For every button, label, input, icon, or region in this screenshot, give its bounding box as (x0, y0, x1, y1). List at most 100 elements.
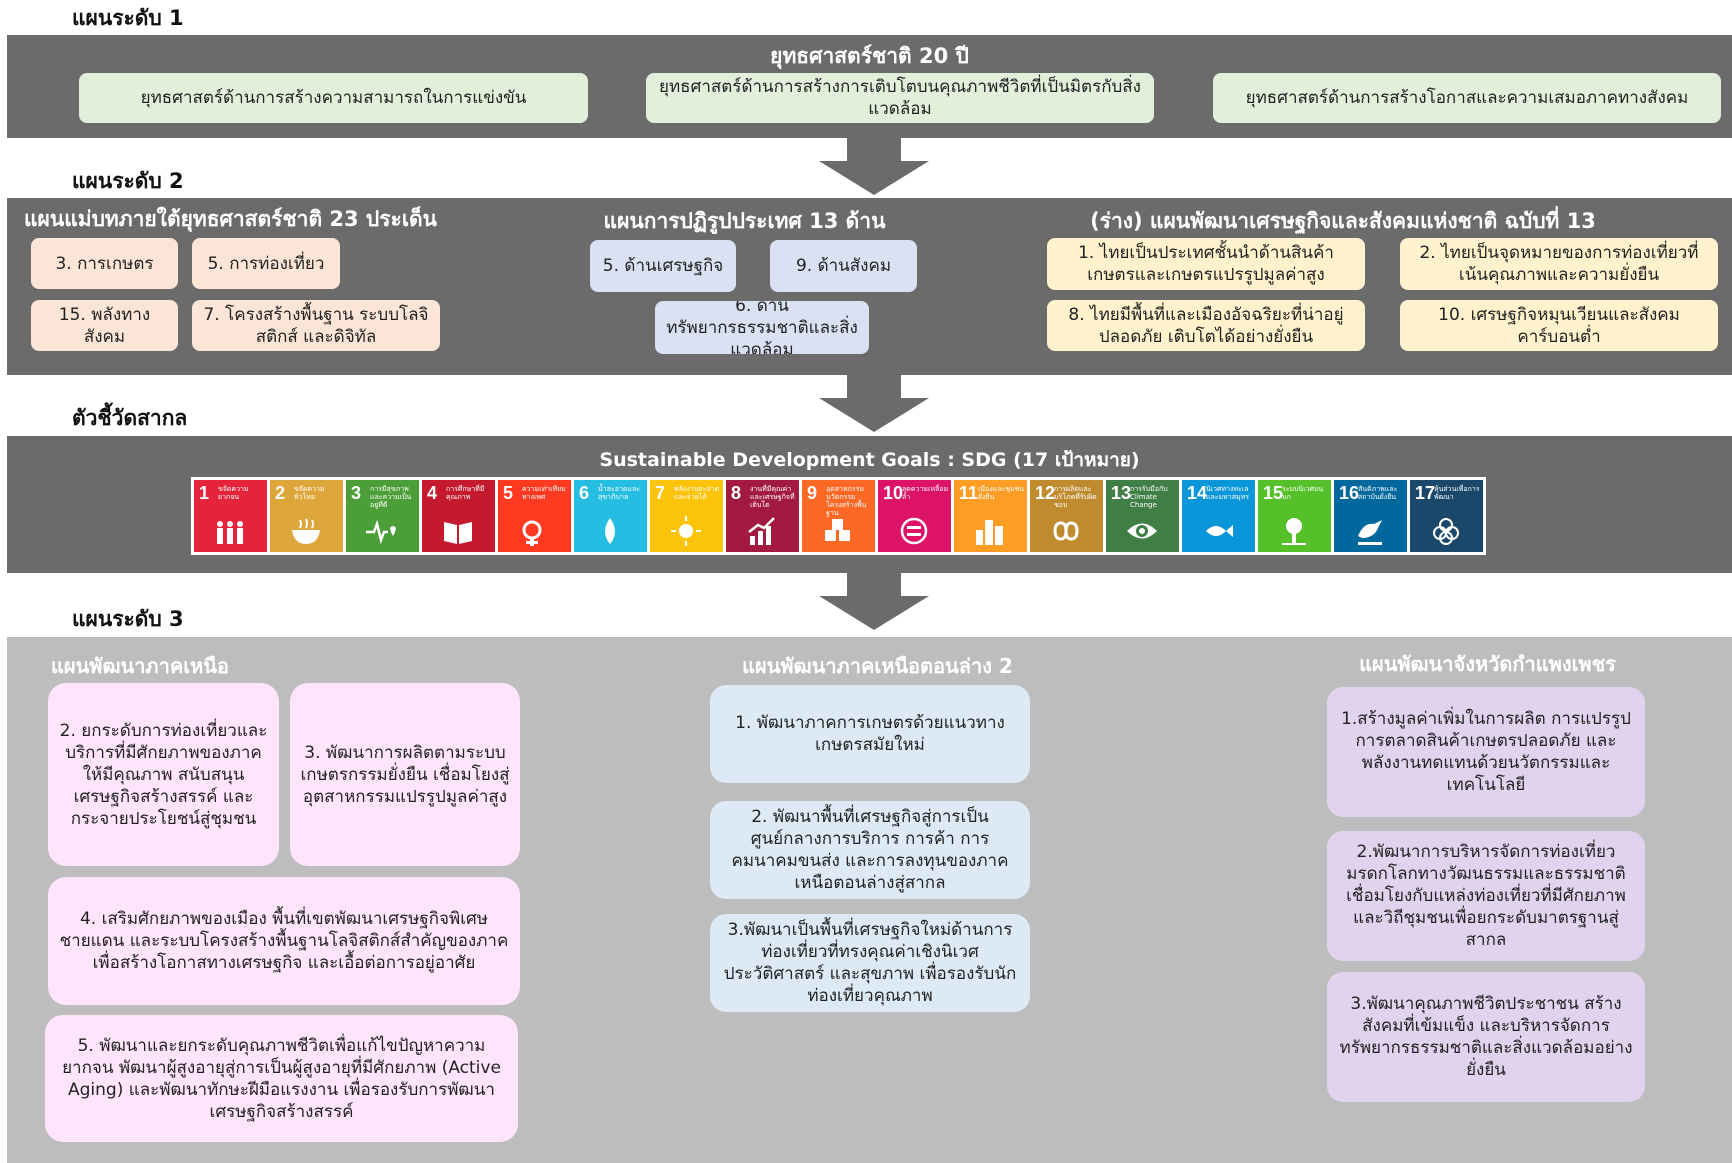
sdg-tile-3: 3 การมีสุขภาพและความเป็นอยู่ที่ดี (346, 480, 419, 552)
sdg-number: 4 (427, 483, 438, 503)
people-icon (217, 521, 243, 544)
book-icon (444, 522, 472, 544)
sdg-tile-strip: 1 ขจัดความยากจน 2 ขจัดความหิวโหย 3 การมีสุขภา… (191, 477, 1486, 555)
growth-chart-icon (748, 517, 775, 545)
sdg-label: ขจัดความหิวโหย (294, 485, 325, 501)
level2-label: แผนระดับ 2 (72, 169, 184, 193)
sdg-number: 17 (1415, 483, 1436, 503)
sdg-label: งานที่มีคุณค่าและเศรษฐกิจที่เติบโต (750, 485, 795, 509)
sdg-label: พลังงานสะอาดและจ่ายได้ (674, 485, 720, 501)
reform-plan-item: 5. ด้านเศรษฐกิจ (590, 240, 736, 292)
level1-strategy-box: ยุทธศาสตร์ด้านการสร้างความสามารถในการแข่… (79, 73, 588, 123)
sdg-tile-8: 8 งานที่มีคุณค่าและเศรษฐกิจที่เติบโต (726, 480, 799, 552)
sdg-tile-4: 4 การศึกษาที่มีคุณภาพ (422, 480, 495, 552)
level1-strategy-box: ยุทธศาสตร์ด้านการสร้างโอกาสและความเสมอภา… (1213, 73, 1721, 123)
master-plan-item: 3. การเกษตร (31, 238, 178, 289)
sdg-number: 10 (883, 483, 904, 503)
level1-label: แผนระดับ 1 (72, 6, 184, 30)
lower-north-plan-item: 3.พัฒนาเป็นพื้นที่เศรษฐกิจใหม่ด้านการท่อ… (710, 914, 1030, 1012)
nesdp-item: 8. ไทยมีพื้นที่และเมืองอัจฉริยะที่น่าอยู… (1047, 300, 1365, 351)
water-drop-icon (605, 518, 615, 544)
sdg-title: Sustainable Development Goals : SDG (17 … (599, 449, 1140, 471)
sdg-number: 1 (199, 483, 210, 503)
down-arrow-icon (819, 374, 929, 432)
fish-icon (1206, 525, 1233, 537)
equal-icon (900, 517, 928, 545)
sdg-label: หุ้นส่วนเพื่อการพัฒนา (1434, 485, 1480, 501)
sdg-label: ความเท่าเทียมทางเพศ (522, 485, 566, 501)
level1-title: ยุทธศาสตร์ชาติ 20 ปี (770, 44, 969, 68)
rings-icon (1433, 518, 1459, 545)
sdg-label: สันติภาพและสถาบันยั่งยืน (1358, 485, 1398, 501)
sdg-label: การรับมือกับ Climate Change (1130, 485, 1168, 509)
sdg-number: 14 (1187, 483, 1208, 503)
lower-north-plan-title: แผนพัฒนาภาคเหนือตอนล่าง 2 (742, 654, 1013, 678)
bowl-icon (292, 518, 320, 544)
kamphaeng-plan-item: 2.พัฒนาการบริหารจัดการท่องเที่ยวมรดกโลกท… (1327, 831, 1645, 961)
sdg-tile-9: 9 อุตสาหกรรม นวัตกรรม โครงสร้างพื้นฐาน (802, 480, 875, 552)
sdg-label: การมีสุขภาพและความเป็นอยู่ที่ดี (370, 485, 412, 509)
down-arrow-icon (819, 137, 929, 195)
kamphaeng-plan-title: แผนพัฒนาจังหวัดกำแพงเพชร (1359, 652, 1616, 676)
indicators-label: ตัวชี้วัดสากล (72, 406, 188, 430)
sdg-tile-7: 7 พลังงานสะอาดและจ่ายได้ (650, 480, 723, 552)
cubes-icon (825, 519, 850, 541)
sdg-tile-5: 5 ความเท่าเทียมทางเพศ (498, 480, 571, 552)
sdg-label: น้ำสะอาดและสุขาภิบาล (598, 485, 640, 501)
master-plan-item: 5. การท่องเที่ยว (192, 238, 340, 289)
heartbeat-icon (366, 519, 396, 545)
sdg-label: การศึกษาที่มีคุณภาพ (446, 485, 485, 501)
north-plan-item: 4. เสริมศักยภาพของเมือง พื้นที่เขตพัฒนาเ… (48, 877, 520, 1005)
nesdp-item: 1. ไทยเป็นประเทศชั้นนำด้านสินค้าเกษตรและ… (1047, 238, 1365, 290)
reform-plan-item: 6. ด้านทรัพยากรธรรมชาติและสิ่งแวดล้อม (655, 301, 869, 354)
master-plan-item: 15. พลังทางสังคม (31, 300, 178, 351)
sdg-tile-6: 6 น้ำสะอาดและสุขาภิบาล (574, 480, 647, 552)
level3-label: แผนระดับ 3 (72, 607, 184, 631)
sdg-number: 2 (275, 483, 286, 503)
kamphaeng-plan-item: 3.พัฒนาคุณภาพชีวิตประชาชน สร้างสังคมที่เ… (1327, 972, 1645, 1102)
sdg-tile-1: 1 ขจัดความยากจน (194, 480, 267, 552)
master-plan-item: 7. โครงสร้างพื้นฐาน ระบบโลจิสติกส์ และดิ… (192, 300, 440, 351)
lower-north-plan-item: 1. พัฒนาภาคการเกษตรด้วยแนวทางเกษตรสมัยให… (710, 685, 1030, 783)
sdg-number: 13 (1111, 483, 1132, 503)
infinity-icon (1053, 521, 1079, 541)
sdg-tile-2: 2 ขจัดความหิวโหย (270, 480, 343, 552)
down-arrow-icon (819, 572, 929, 630)
sdg-label: อุตสาหกรรม นวัตกรรม โครงสร้างพื้นฐาน (826, 485, 867, 517)
sdg-label: ขจัดความยากจน (218, 485, 249, 501)
sdg-number: 15 (1263, 483, 1284, 503)
city-icon (976, 520, 1003, 545)
sdg-number: 9 (807, 483, 818, 503)
sdg-number: 12 (1035, 483, 1056, 503)
sdg-number: 5 (503, 483, 514, 503)
eye-globe-icon (1127, 523, 1157, 539)
sdg-number: 8 (731, 483, 742, 503)
kamphaeng-plan-item: 1.สร้างมูลค่าเพิ่มในการผลิต การแปรรูป กา… (1327, 687, 1645, 817)
dove-icon (1358, 520, 1382, 545)
sdg-number: 16 (1339, 483, 1360, 503)
tree-icon (1282, 518, 1306, 545)
sdg-label: ระบบนิเวศบนบก (1282, 485, 1324, 501)
gender-icon (522, 520, 542, 546)
sdg-number: 6 (579, 483, 590, 503)
north-plan-item: 3. พัฒนาการผลิตตามระบบเกษตรกรรมยั่งยืน เ… (290, 683, 520, 866)
reform-plan-title: แผนการปฏิรูปประเทศ 13 ด้าน (603, 209, 886, 233)
master-plan-title: แผนแม่บทภายใต้ยุทธศาสตร์ชาติ 23 ประเด็น (24, 207, 437, 231)
sdg-number: 7 (655, 483, 666, 503)
nesdp-item: 2. ไทยเป็นจุดหมายของการท่องเที่ยวที่เน้น… (1400, 238, 1718, 290)
lower-north-plan-item: 2. พัฒนาพื้นที่เศรษฐกิจสู่การเป็นศูนย์กล… (710, 801, 1030, 899)
north-plan-item: 2. ยกระดับการท่องเที่ยวและบริการที่มีศัก… (48, 683, 279, 866)
reform-plan-item: 9. ด้านสังคม (770, 240, 917, 292)
sdg-number: 3 (351, 483, 362, 503)
nesdp-item: 10. เศรษฐกิจหมุนเวียนและสังคมคาร์บอนต่ำ (1400, 300, 1718, 351)
sdg-label: ลดความเหลื่อมล้ำ (902, 485, 949, 501)
nesdp-title: (ร่าง) แผนพัฒนาเศรษฐกิจและสังคมแห่งชาติ … (1090, 209, 1596, 233)
sdg-label: เมืองและชุมชนยั่งยืน (978, 485, 1025, 501)
